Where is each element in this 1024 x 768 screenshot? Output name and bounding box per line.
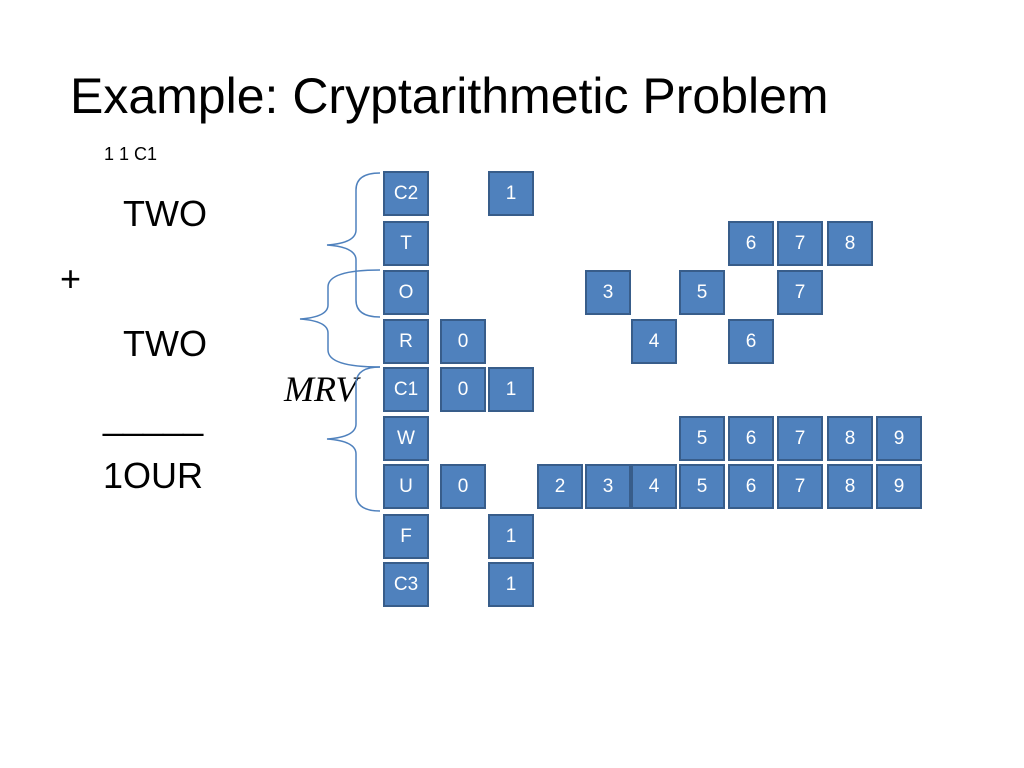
domain-value-o-5: 5 bbox=[679, 270, 725, 315]
domain-value-o-7: 7 bbox=[777, 270, 823, 315]
domain-value-f-1: 1 bbox=[488, 514, 534, 559]
domain-value-o-3: 3 bbox=[585, 270, 631, 315]
domain-value-c3-1: 1 bbox=[488, 562, 534, 607]
domain-value-u-5: 5 bbox=[679, 464, 725, 509]
domain-value-t-7: 7 bbox=[777, 221, 823, 266]
domain-value-u-9: 9 bbox=[876, 464, 922, 509]
mrv-label: MRV bbox=[284, 369, 358, 409]
domain-value-c1-0: 0 bbox=[440, 367, 486, 412]
domain-value-u-4: 4 bbox=[631, 464, 677, 509]
domain-value-w-9: 9 bbox=[876, 416, 922, 461]
brace-c1-u bbox=[326, 366, 381, 512]
domain-value-r-4: 4 bbox=[631, 319, 677, 364]
domain-value-u-7: 7 bbox=[777, 464, 823, 509]
domain-value-u-0: 0 bbox=[440, 464, 486, 509]
domain-value-c2-1: 1 bbox=[488, 171, 534, 216]
domain-value-w-5: 5 bbox=[679, 416, 725, 461]
addend-2: TWO bbox=[123, 323, 207, 364]
domain-value-u-6: 6 bbox=[728, 464, 774, 509]
variable-cell-f: F bbox=[383, 514, 429, 559]
domain-value-r-0: 0 bbox=[440, 319, 486, 364]
domain-value-u-2: 2 bbox=[537, 464, 583, 509]
domain-value-t-6: 6 bbox=[728, 221, 774, 266]
domain-value-t-8: 8 bbox=[827, 221, 873, 266]
variable-cell-c3: C3 bbox=[383, 562, 429, 607]
sum-result: 1OUR bbox=[103, 455, 204, 496]
variable-cell-c2: C2 bbox=[383, 171, 429, 216]
variable-cell-u: U bbox=[383, 464, 429, 509]
domain-value-u-3: 3 bbox=[585, 464, 631, 509]
domain-value-w-8: 8 bbox=[827, 416, 873, 461]
domain-value-u-8: 8 bbox=[827, 464, 873, 509]
sum-rule: _____ bbox=[103, 396, 204, 437]
domain-value-c1-1: 1 bbox=[488, 367, 534, 412]
variable-cell-c1: C1 bbox=[383, 367, 429, 412]
domain-value-w-7: 7 bbox=[777, 416, 823, 461]
addend-1: TWO bbox=[123, 193, 207, 234]
slide-title: Example: Cryptarithmetic Problem bbox=[70, 68, 829, 124]
domain-value-r-6: 6 bbox=[728, 319, 774, 364]
variable-cell-t: T bbox=[383, 221, 429, 266]
plus-sign: + bbox=[60, 258, 82, 299]
variable-cell-o: O bbox=[383, 270, 429, 315]
variable-cell-r: R bbox=[383, 319, 429, 364]
variable-cell-w: W bbox=[383, 416, 429, 461]
brace-t-r bbox=[299, 269, 381, 368]
carry-row: 1 1 C1 bbox=[104, 144, 158, 164]
brace-c2-o bbox=[326, 172, 381, 318]
domain-value-w-6: 6 bbox=[728, 416, 774, 461]
